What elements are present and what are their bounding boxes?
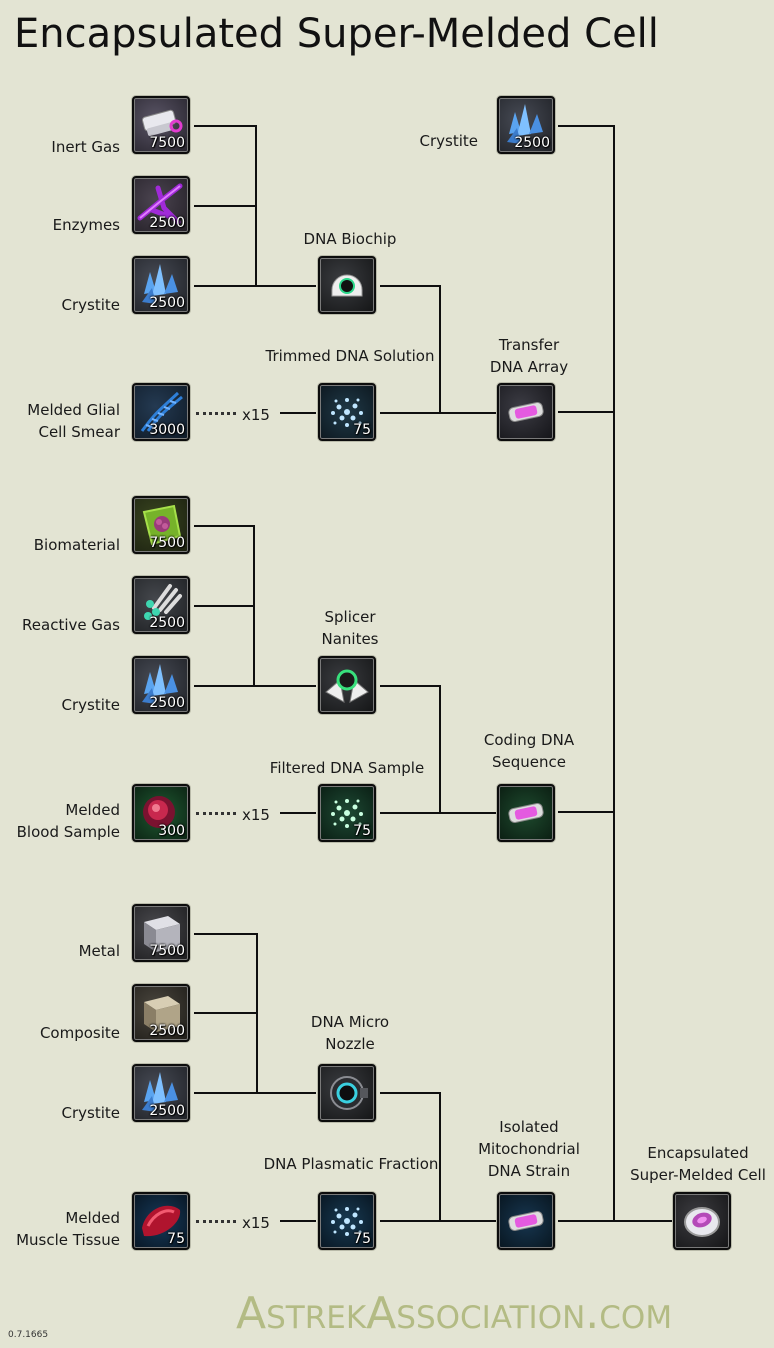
label-splicer-nanites: Splicer Nanites: [321, 608, 379, 648]
crystite-icon[interactable]: 2500: [132, 656, 190, 714]
quantity: 75: [353, 1231, 371, 1247]
label-melded-muscle: Melded Muscle Tissue: [16, 1209, 120, 1249]
transfer-dna-icon[interactable]: [497, 383, 555, 441]
watermark: AstrekAssociation.com: [236, 1288, 673, 1339]
page-title: Encapsulated Super-Melded Cell: [14, 11, 659, 57]
label-reactive-gas: Reactive Gas: [22, 616, 120, 634]
quantity: 7500: [149, 135, 185, 151]
quantity: 2500: [149, 215, 185, 231]
label-inert-gas: Inert Gas: [51, 138, 120, 156]
coding-dna-icon[interactable]: [497, 784, 555, 842]
label-encapsulated: Encapsulated Super-Melded Cell: [630, 1144, 766, 1184]
dna-micro-nozzle-icon[interactable]: [318, 1064, 376, 1122]
label-biomaterial: Biomaterial: [33, 536, 120, 554]
quantity: 75: [353, 422, 371, 438]
quantity: 2500: [514, 135, 550, 151]
dna-biochip-icon[interactable]: [318, 256, 376, 314]
quantity: 75: [353, 823, 371, 839]
quantity: 2500: [149, 1023, 185, 1039]
multiplier: x15: [242, 406, 270, 424]
encapsulated-cell-icon[interactable]: [673, 1192, 731, 1250]
label-metal: Metal: [78, 942, 120, 960]
label-crystite: Crystite: [61, 696, 121, 714]
dna-plasmatic-icon[interactable]: 75: [318, 1192, 376, 1250]
label-dna-plasmatic: DNA Plasmatic Fraction: [263, 1155, 439, 1173]
quantity: 2500: [149, 695, 185, 711]
crystite-icon[interactable]: 2500: [132, 1064, 190, 1122]
label-melded-blood: Melded Blood Sample: [16, 801, 120, 841]
multiplier: x15: [242, 806, 270, 824]
melded-blood-icon[interactable]: 300: [132, 784, 190, 842]
quantity: 75: [167, 1231, 185, 1247]
trimmed-dna-icon[interactable]: 75: [318, 383, 376, 441]
quantity: 7500: [149, 535, 185, 551]
quantity: 7500: [149, 943, 185, 959]
label-crystite: Crystite: [61, 1104, 121, 1122]
label-coding-dna: Coding DNA Sequence: [483, 731, 575, 771]
label-dna-biochip: DNA Biochip: [303, 230, 397, 248]
label-melded-glial: Melded Glial Cell Smear: [27, 401, 120, 441]
crystite-top-icon[interactable]: 2500: [497, 96, 555, 154]
quantity: 2500: [149, 295, 185, 311]
quantity: 300: [158, 823, 185, 839]
dotted-connector: [196, 812, 236, 815]
quantity: 2500: [149, 1103, 185, 1119]
isolated-mito-icon[interactable]: [497, 1192, 555, 1250]
melded-glial-icon[interactable]: 3000: [132, 383, 190, 441]
label-dna-micro-nozzle: DNA Micro Nozzle: [310, 1013, 390, 1053]
splicer-nanites-icon[interactable]: [318, 656, 376, 714]
crystite-icon[interactable]: 2500: [132, 256, 190, 314]
reactive-gas-icon[interactable]: 2500: [132, 576, 190, 634]
version-label: 0.7.1665: [8, 1330, 49, 1340]
quantity: 3000: [149, 422, 185, 438]
dotted-connector: [196, 1220, 236, 1223]
label-enzymes: Enzymes: [52, 216, 120, 234]
inert-gas-icon[interactable]: 7500: [132, 96, 190, 154]
metal-icon[interactable]: 7500: [132, 904, 190, 962]
dotted-connector: [196, 412, 236, 415]
multiplier: x15: [242, 1214, 270, 1232]
label-crystite-top: Crystite: [419, 132, 479, 150]
composite-icon[interactable]: 2500: [132, 984, 190, 1042]
label-crystite: Crystite: [61, 296, 121, 314]
label-isolated-mito: Isolated Mitochondrial DNA Strain: [478, 1118, 580, 1180]
enzymes-icon[interactable]: 2500: [132, 176, 190, 234]
label-composite: Composite: [39, 1024, 120, 1042]
melded-muscle-icon[interactable]: 75: [132, 1192, 190, 1250]
quantity: 2500: [149, 615, 185, 631]
filtered-dna-icon[interactable]: 75: [318, 784, 376, 842]
biomaterial-icon[interactable]: 7500: [132, 496, 190, 554]
label-transfer-dna: Transfer DNA Array: [489, 336, 569, 376]
label-filtered-dna: Filtered DNA Sample: [269, 759, 425, 777]
label-trimmed-dna: Trimmed DNA Solution: [265, 347, 435, 365]
